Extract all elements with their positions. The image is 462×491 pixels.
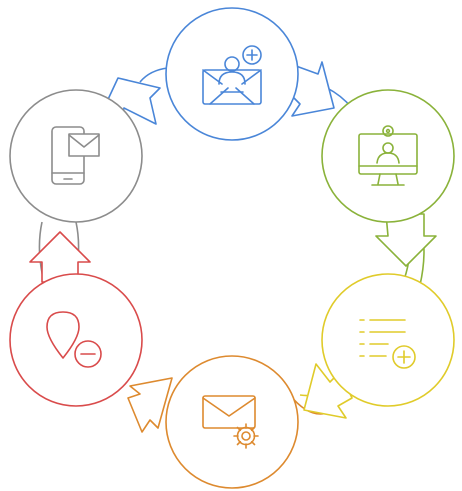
node-add-list-item xyxy=(321,273,455,407)
node-add-contact-mail xyxy=(165,7,299,141)
node-monitor-video-call xyxy=(321,89,455,223)
envelope-person-plus-icon xyxy=(202,45,262,105)
connector-gray-blue xyxy=(139,67,169,83)
arrow-green-to-yellow xyxy=(375,213,437,267)
nodes xyxy=(9,7,455,489)
envelope-gear-icon xyxy=(202,395,259,449)
node-mail-settings xyxy=(165,355,299,489)
arrow-orange-to-red xyxy=(127,377,173,433)
location-pin-minus-icon xyxy=(46,311,102,368)
list-plus-icon xyxy=(359,319,416,369)
phone-envelope-icon xyxy=(51,126,100,185)
monitor-person-icon xyxy=(358,125,418,186)
